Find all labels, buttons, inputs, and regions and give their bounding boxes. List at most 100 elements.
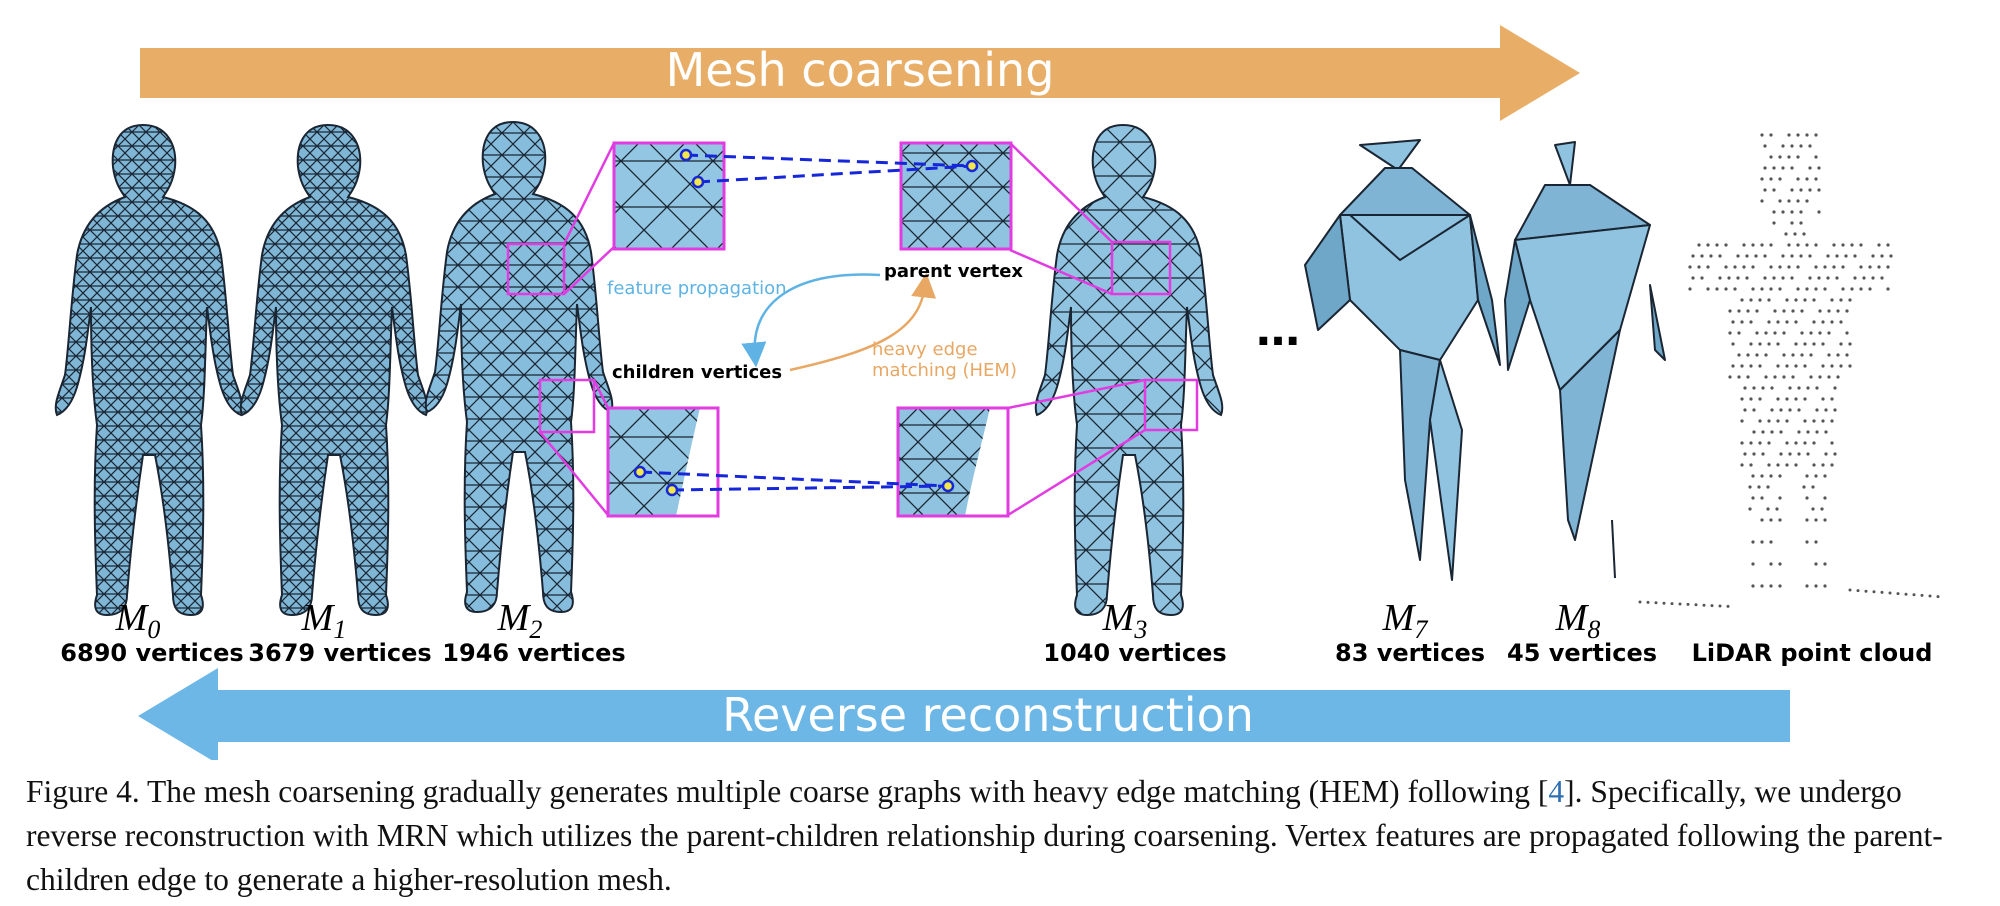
- lidar-point: [1773, 331, 1777, 335]
- lidar-point: [1779, 430, 1783, 434]
- lidar-point: [1769, 562, 1773, 566]
- lidar-point: [1745, 276, 1749, 280]
- lidar-point: [1733, 265, 1737, 269]
- lidar-point: [1740, 419, 1744, 423]
- lidar-point: [1767, 441, 1771, 445]
- svg-text:M1: M1: [301, 597, 347, 644]
- caption-text-start: Figure 4. The mesh coarsening gradually …: [26, 774, 1549, 809]
- lidar-point: [1827, 331, 1831, 335]
- lidar-point: [1823, 518, 1827, 522]
- lidar-point: [1841, 243, 1845, 247]
- lidar-point: [1763, 188, 1767, 192]
- lidar-point: [1877, 265, 1881, 269]
- lidar-point: [1806, 452, 1810, 456]
- caption-text-end: ]. Specifically, we undergo reverse reco…: [26, 774, 1943, 897]
- lidar-point: [1785, 364, 1789, 368]
- lidar-point: [1880, 254, 1884, 258]
- lidar-point: [1802, 232, 1806, 236]
- lidar-point: [1871, 254, 1875, 258]
- lidar-point: [1809, 353, 1813, 357]
- lidar-point: [1749, 298, 1753, 302]
- lidar-point: [1752, 386, 1756, 390]
- lidar-point: [1808, 166, 1812, 170]
- lidar-point: [1766, 507, 1770, 511]
- lidar-point: [1823, 562, 1827, 566]
- lidar-point: [1839, 298, 1843, 302]
- lidar-point: [1772, 210, 1776, 214]
- lidar-point: [1727, 276, 1731, 280]
- lidar-point: [1749, 397, 1753, 401]
- mesh-label-m3: M3 1040 vertices: [1043, 597, 1226, 667]
- lidar-point: [1912, 593, 1916, 597]
- lidar-point: [1781, 144, 1785, 148]
- lidar-point: [1809, 375, 1813, 379]
- lidar-point: [1761, 430, 1765, 434]
- lidar-point: [1770, 386, 1774, 390]
- lidar-point: [1740, 320, 1744, 324]
- lidar-point: [1814, 518, 1818, 522]
- lidar-point: [1815, 408, 1819, 412]
- lidar-point: [1733, 287, 1737, 291]
- lidar-point: [1787, 243, 1791, 247]
- lidar-point: [1778, 584, 1782, 588]
- lidar-point: [1686, 602, 1690, 606]
- lidar-point: [1799, 210, 1803, 214]
- lidar-point: [1793, 232, 1797, 236]
- lidar-point: [1769, 287, 1773, 291]
- lidar-point: [1848, 588, 1852, 592]
- zoom-region-m3-thigh: [1007, 378, 1199, 517]
- lidar-point: [1796, 265, 1800, 269]
- lidar-point: [1811, 485, 1815, 489]
- lidar-point: [1764, 375, 1768, 379]
- mesh-label-m2: M2 1946 vertices: [442, 597, 625, 667]
- mesh-label-m7: M7 83 vertices: [1335, 597, 1485, 667]
- lidar-point: [1790, 276, 1794, 280]
- mesh-coarsening-label: Mesh coarsening: [666, 43, 1055, 97]
- lidar-point: [1776, 419, 1780, 423]
- lidar-point: [1758, 364, 1762, 368]
- feature-propagation-arrow: [741, 273, 881, 368]
- lidar-point: [1817, 210, 1821, 214]
- lidar-point: [1785, 320, 1789, 324]
- lidar-point: [1785, 441, 1789, 445]
- lidar-point: [1821, 463, 1825, 467]
- lidar-point: [1760, 177, 1764, 181]
- hem-matching-lines: [639, 153, 973, 492]
- lidar-point: [1920, 593, 1924, 597]
- caption-reference-link[interactable]: 4: [1548, 774, 1565, 809]
- lidar-point: [1886, 265, 1890, 269]
- lidar-point: [1767, 320, 1771, 324]
- lidar-point: [1769, 540, 1773, 544]
- lidar-point: [1880, 276, 1884, 280]
- lidar-point: [1814, 562, 1818, 566]
- lidar-point: [1688, 287, 1692, 291]
- lidar-point: [1778, 562, 1782, 566]
- lidar-point: [1785, 298, 1789, 302]
- lidar-point: [1787, 155, 1791, 159]
- lidar-point: [1778, 177, 1782, 181]
- lidar-point: [1886, 287, 1890, 291]
- lidar-point: [1791, 309, 1795, 313]
- lidar-point: [1760, 584, 1764, 588]
- lidar-point: [1824, 452, 1828, 456]
- lidar-point: [1787, 199, 1791, 203]
- lidar-point: [1770, 408, 1774, 412]
- mesh-m0: [54, 123, 244, 617]
- lidar-point: [1782, 309, 1786, 313]
- lidar-point: [1724, 265, 1728, 269]
- lidar-point: [1638, 600, 1642, 604]
- lidar-point: [1778, 287, 1782, 291]
- lidar-point: [1823, 584, 1827, 588]
- lidar-point: [1827, 375, 1831, 379]
- lidar-point: [1772, 188, 1776, 192]
- lidar-point: [1794, 463, 1798, 467]
- lidar-point: [1737, 353, 1741, 357]
- lidar-point: [1794, 364, 1798, 368]
- lidar-point: [1812, 463, 1816, 467]
- lidar-point: [1691, 254, 1695, 258]
- lidar-point: [1823, 287, 1827, 291]
- lidar-point: [1796, 133, 1800, 137]
- lidar-point: [1805, 496, 1809, 500]
- lidar-point: [1785, 397, 1789, 401]
- parent-vertex-label: parent vertex: [884, 261, 1023, 282]
